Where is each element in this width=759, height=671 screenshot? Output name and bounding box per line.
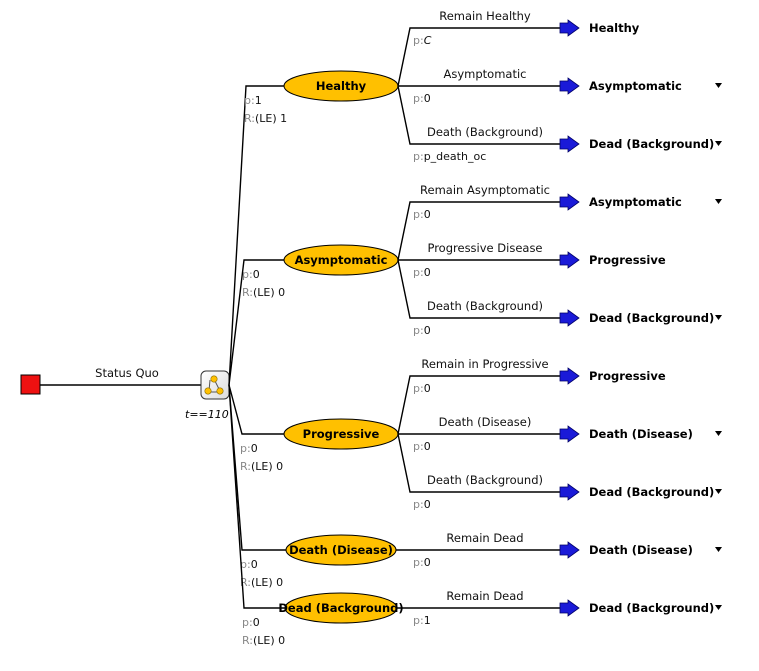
transition-prob-label: p:0	[413, 324, 431, 337]
transition-prob-label: p:0	[413, 498, 431, 511]
state-node-label: Dead (Background)	[278, 601, 403, 615]
chevron-down-icon[interactable]	[715, 315, 722, 320]
state-prob-label: p:1	[244, 94, 262, 107]
transition-label: Progressive Disease	[427, 241, 542, 255]
transition-label: Remain in Progressive	[421, 357, 548, 371]
jump-target-label: Asymptomatic	[589, 195, 682, 209]
transition-line	[397, 85, 562, 145]
markov-termination-label: t==110	[185, 408, 229, 421]
transition-label: Asymptomatic	[444, 67, 527, 81]
jump-to-state-arrow-icon[interactable]	[559, 599, 580, 617]
transition-label: Remain Dead	[446, 531, 523, 545]
transition-line	[397, 375, 562, 435]
state-reward-label: R:(LE) 1	[244, 112, 287, 125]
jump-to-state-arrow-icon[interactable]	[559, 251, 580, 269]
transition-line	[397, 27, 562, 87]
markov-node-icon	[200, 370, 230, 400]
jump-target-label: Dead (Background)	[589, 485, 714, 499]
transition-label: Death (Background)	[427, 473, 543, 487]
transition-prob-label: p:0	[413, 92, 431, 105]
state-node[interactable]: Asymptomatic	[283, 244, 399, 276]
jump-target-label: Dead (Background)	[589, 137, 714, 151]
jump-target-label: Progressive	[589, 369, 666, 383]
jump-target-label: Healthy	[589, 21, 640, 35]
transition-line	[397, 201, 562, 261]
state-node-label: Asymptomatic	[295, 253, 388, 267]
jump-target-label: Dead (Background)	[589, 311, 714, 325]
state-reward-label: R:(LE) 0	[242, 634, 285, 647]
state-node[interactable]: Dead (Background)	[278, 592, 404, 624]
chevron-down-icon[interactable]	[715, 141, 722, 146]
transition-label: Death (Background)	[427, 299, 543, 313]
transition-prob-label: p:0	[413, 556, 431, 569]
jump-to-state-arrow-icon[interactable]	[559, 135, 580, 153]
state-branch-line	[228, 259, 284, 386]
transition-line	[397, 259, 562, 319]
transition-prob-label: p:p_death_oc	[413, 150, 486, 163]
transition-prob-label: p:0	[413, 440, 431, 453]
transition-label: Remain Asymptomatic	[420, 183, 550, 197]
transition-label: Remain Dead	[446, 589, 523, 603]
jump-to-state-arrow-icon[interactable]	[559, 193, 580, 211]
transition-prob-label: p:0	[413, 382, 431, 395]
state-branch-line	[228, 85, 284, 386]
root-branch-label: Status Quo	[95, 366, 159, 380]
jump-to-state-arrow-icon[interactable]	[559, 541, 580, 559]
state-reward-label: R:(LE) 0	[240, 576, 283, 589]
transition-label: Death (Background)	[427, 125, 543, 139]
markov-node[interactable]	[200, 370, 230, 400]
transition-label: Remain Healthy	[439, 9, 531, 23]
state-reward-label: R:(LE) 0	[242, 286, 285, 299]
transition-label: Death (Disease)	[439, 415, 532, 429]
jump-to-state-arrow-icon[interactable]	[559, 483, 580, 501]
transition-prob-label: p:1	[413, 614, 431, 627]
chevron-down-icon[interactable]	[715, 547, 722, 552]
chevron-down-icon[interactable]	[715, 199, 722, 204]
state-branch-line	[228, 384, 285, 609]
chevron-down-icon[interactable]	[715, 431, 722, 436]
decision-node[interactable]	[20, 374, 41, 395]
state-node-label: Healthy	[316, 79, 367, 93]
state-node[interactable]: Progressive	[283, 418, 399, 450]
chevron-down-icon[interactable]	[715, 83, 722, 88]
state-reward-label: R:(LE) 0	[240, 460, 283, 473]
jump-target-label: Progressive	[589, 253, 666, 267]
transition-prob-label: p:0	[413, 266, 431, 279]
transition-prob-label: p:C	[413, 34, 432, 47]
state-node-label: Progressive	[303, 427, 380, 441]
state-node-label: Death (Disease)	[289, 543, 393, 557]
jump-target-label: Dead (Background)	[589, 601, 714, 615]
state-node[interactable]: Healthy	[283, 70, 399, 102]
state-prob-label: p:0	[242, 616, 260, 629]
transition-prob-label: p:0	[413, 208, 431, 221]
chevron-down-icon[interactable]	[715, 489, 722, 494]
jump-to-state-arrow-icon[interactable]	[559, 77, 580, 95]
state-prob-label: p:0	[240, 558, 258, 571]
jump-target-label: Death (Disease)	[589, 427, 693, 441]
chevron-down-icon[interactable]	[715, 605, 722, 610]
jump-target-label: Asymptomatic	[589, 79, 682, 93]
state-prob-label: p:0	[242, 268, 260, 281]
jump-target-label: Death (Disease)	[589, 543, 693, 557]
jump-to-state-arrow-icon[interactable]	[559, 19, 580, 37]
jump-to-state-arrow-icon[interactable]	[559, 425, 580, 443]
jump-to-state-arrow-icon[interactable]	[559, 309, 580, 327]
state-branch-line	[228, 384, 284, 435]
jump-to-state-arrow-icon[interactable]	[559, 367, 580, 385]
state-node[interactable]: Death (Disease)	[285, 534, 397, 566]
state-prob-label: p:0	[240, 442, 258, 455]
transition-line	[397, 433, 562, 493]
